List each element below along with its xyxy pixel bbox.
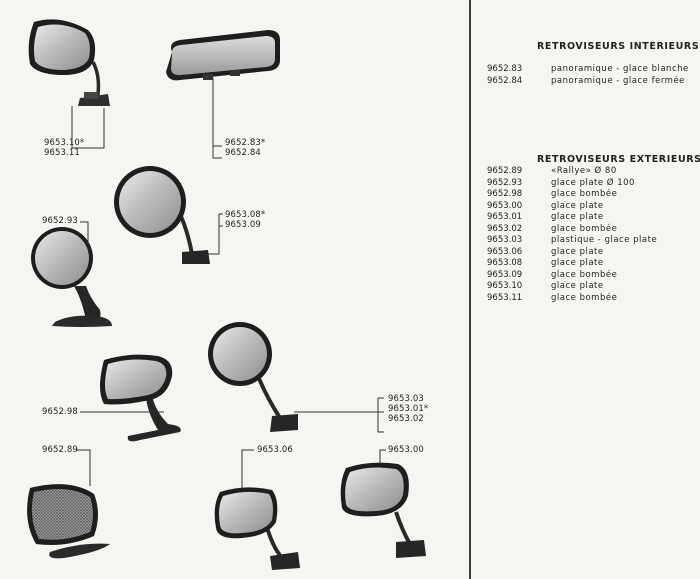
mirror-panoramic-9652-83: [166, 30, 280, 81]
column-divider: [469, 0, 471, 579]
part-description: panoramique - glace blanche: [551, 64, 689, 74]
leader-9652-93: [80, 221, 89, 244]
section-title-exterieurs: RETROVISEURS EXTERIEURS: [537, 154, 700, 165]
list-item: 9652.98 glace bombée: [487, 189, 657, 201]
label-group-9652-89: 9652.89: [42, 445, 78, 455]
part-code: 9653.11: [487, 292, 523, 303]
part-description: glace bombée: [551, 269, 618, 280]
part-code: 9652.84: [487, 75, 523, 86]
leader-9653-00: [379, 449, 386, 464]
part-description: plastique - glace plate: [551, 235, 658, 245]
label-group-9653-08: 9653.08* 9653.09: [225, 210, 265, 230]
list-item: 9653.11 glace bombée: [487, 293, 657, 305]
list-item: 9653.09 glace bombée: [487, 270, 657, 282]
label-group-9653-03: 9653.03 9653.01* 9653.02: [388, 394, 428, 424]
part-code: 9653.02: [487, 223, 523, 234]
label-group-9653-00: 9653.00: [388, 445, 424, 455]
part-number-label: 9653.00: [388, 445, 424, 455]
mirror-rallye-9652-89: [27, 484, 110, 559]
part-description: glace bombée: [551, 223, 618, 234]
part-code: 9653.06: [487, 246, 523, 257]
part-code: 9652.83: [487, 64, 523, 74]
label-group-9652-83: 9652.83* 9652.84: [225, 138, 265, 158]
part-number-label: 9653.06: [257, 445, 293, 455]
list-interieurs: 9652.83 panoramique - glace blanche 9652…: [487, 64, 689, 87]
mirror-round-base-9652-93: [31, 227, 112, 327]
part-code: 9653.08: [487, 258, 523, 268]
part-code: 9652.93: [487, 177, 523, 188]
part-description: panoramique - glace fermée: [551, 75, 685, 86]
part-code: 9653.01: [487, 212, 523, 222]
list-exterieurs: 9652.89 «Rallye» Ø 80 9652.93 glace plate …: [487, 166, 657, 304]
mirror-round-arm-9653-08: [114, 166, 210, 264]
list-item: 9653.08 glace plate: [487, 258, 657, 270]
leader-9652-89: [76, 449, 91, 486]
list-item: 9652.83 panoramique - glace blanche: [487, 64, 689, 76]
leader-9653-10: [71, 106, 105, 149]
list-item: 9653.01 glace plate: [487, 212, 657, 224]
list-item: 9653.03 plastique - glace plate: [487, 235, 657, 247]
part-code: 9653.09: [487, 269, 523, 280]
part-description: glace plate: [551, 281, 604, 291]
part-description: glace bombée: [551, 292, 618, 303]
list-item: 9652.89 «Rallye» Ø 80: [487, 166, 657, 178]
part-code: 9653.03: [487, 235, 523, 245]
mirror-round-tall-9653-03: [208, 322, 298, 432]
list-item: 9653.10 glace plate: [487, 281, 657, 293]
part-number-label: 9652.84: [225, 148, 261, 158]
part-description: «Rallye» Ø 80: [551, 166, 617, 176]
part-number-label: 9652.83*: [225, 138, 266, 148]
leader-9653-06: [241, 449, 254, 488]
mirror-rect-9653-00: [340, 462, 426, 558]
section-title-interieurs: RETROVISEURS INTERIEURS: [537, 41, 700, 52]
label-group-9652-98: 9652.98: [42, 407, 78, 417]
part-code: 9652.98: [487, 189, 523, 199]
label-group-9653-10: 9653.10* 9653.11: [44, 138, 84, 158]
part-number-label: 9653.03: [388, 394, 424, 404]
part-number-label: 9652.98: [42, 407, 78, 417]
part-number-label: 9653.11: [44, 148, 80, 158]
mirror-interior-9653-10: [28, 19, 110, 106]
mirror-rect-9653-06: [214, 487, 300, 570]
leader-9652-83: [212, 78, 222, 159]
label-group-9652-93: 9652.93: [42, 216, 78, 226]
part-number-label: 9652.89: [42, 445, 78, 455]
list-item: 9653.02 glace bombée: [487, 224, 657, 236]
list-item: 9652.93 glace plate Ø 100: [487, 178, 657, 190]
part-code: 9653.00: [487, 200, 523, 211]
leader-9653-08: [207, 213, 223, 255]
part-number-label: 9653.02: [388, 414, 424, 424]
part-description: glace plate: [551, 258, 604, 268]
part-number-label: 9653.01*: [388, 404, 429, 414]
part-description: glace plate Ø 100: [551, 177, 635, 188]
label-group-9653-06: 9653.06: [257, 445, 293, 455]
part-number-label: 9652.93: [42, 216, 78, 226]
list-item: 9653.06 glace plate: [487, 247, 657, 259]
part-description: glace bombée: [551, 189, 618, 199]
part-code: 9652.89: [487, 166, 523, 176]
part-number-label: 9653.08*: [225, 210, 266, 220]
part-number-label: 9653.09: [225, 220, 261, 230]
list-item: 9652.84 panoramique - glace fermée: [487, 76, 689, 88]
part-number-label: 9653.10*: [44, 138, 85, 148]
part-description: glace plate: [551, 200, 604, 211]
part-description: glace plate: [551, 246, 604, 257]
mirror-oval-9652-98: [100, 354, 181, 442]
part-description: glace plate: [551, 212, 604, 222]
list-item: 9653.00 glace plate: [487, 201, 657, 213]
leader-9653-03: [294, 397, 384, 433]
part-code: 9653.10: [487, 281, 523, 291]
